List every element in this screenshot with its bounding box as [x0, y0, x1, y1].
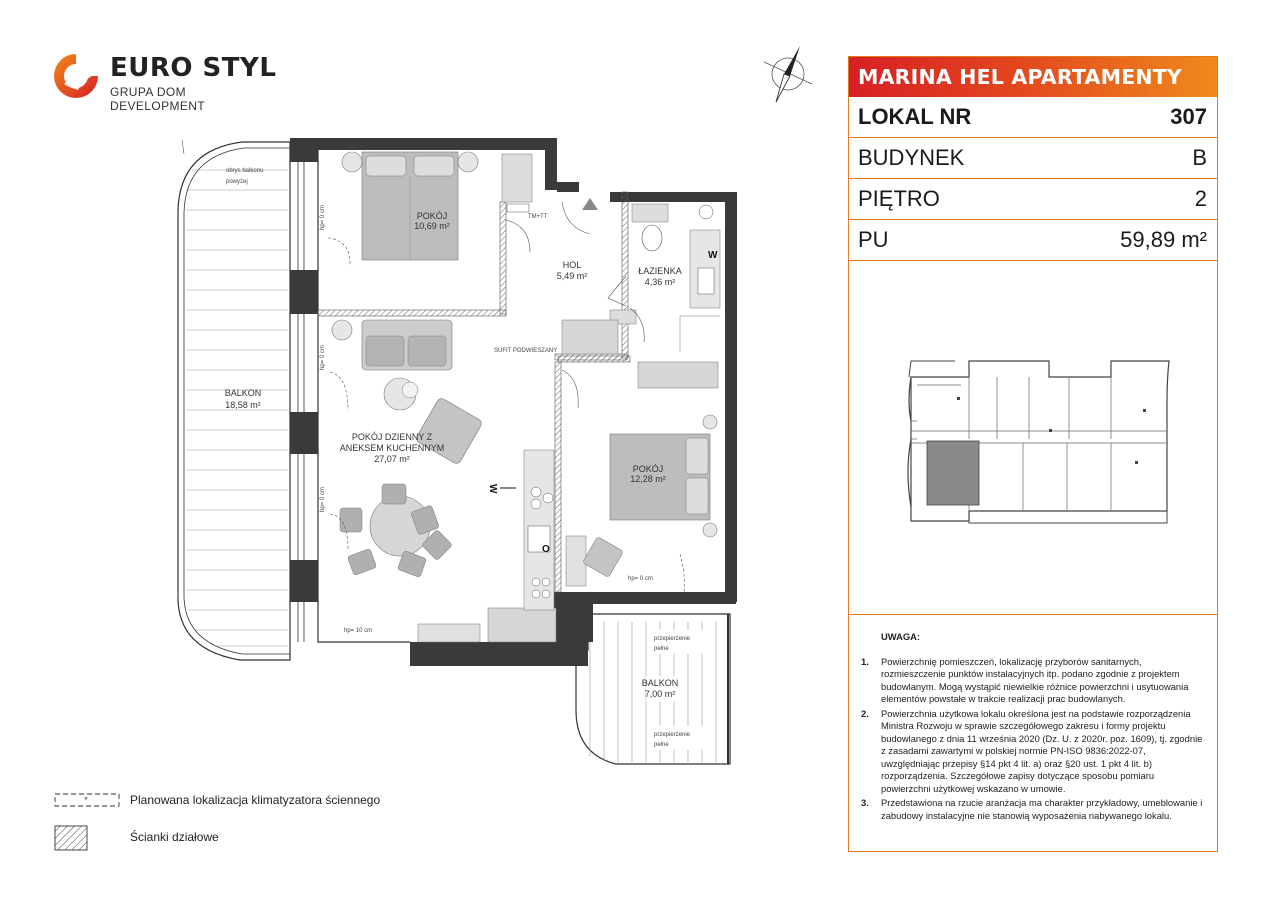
key-plan-drawing: [907, 360, 1170, 524]
row-unit-number: LOKAL NR 307: [849, 97, 1217, 138]
bedroom-1-area: 10,69 m²: [414, 221, 450, 231]
bathroom-name: ŁAZIENKA: [638, 266, 682, 276]
living-room-name-1: POKÓJ DZIENNY Z: [352, 432, 433, 442]
row-floor-label: PIĘTRO: [858, 186, 940, 211]
note-text: Przedstawiona na rzucie aranżacja ma cha…: [881, 797, 1203, 821]
partition-walls: [317, 191, 631, 593]
note-text: Powierzchnia użytkowa lokalu określona j…: [881, 707, 1203, 794]
balcony-outline-label-1: obrys balkonu: [226, 168, 263, 174]
balcony-left: BALKON 18,58 m² obrys balkonu powyżej: [177, 139, 291, 661]
hp-label-2: hp= 0 cm: [320, 345, 326, 370]
highlighted-unit: [926, 440, 980, 506]
bedroom-2-name: POKÓJ: [633, 464, 664, 474]
bedroom-2: POKÓJ 12,28 m² hp= 0 cm: [561, 361, 719, 593]
row-area-value: 59,89 m²: [1120, 227, 1207, 252]
tm-tt-label: TM+TT: [528, 214, 548, 220]
hall-name: HOL: [563, 260, 582, 270]
logo-subtitle: GRUPA DOM DEVELOPMENT: [110, 85, 206, 113]
bathroom-w-mark: W: [708, 250, 718, 261]
note-text: Powierzchnię pomieszczeń, lokalizację pr…: [881, 655, 1189, 705]
partition-top-label-1: przepierzenie: [654, 636, 691, 642]
euro-styl-logo: EURO STYL GRUPA DOM DEVELOPMENT: [52, 52, 282, 113]
note-item: 3. Przedstawiona na rzucie aranżacja ma …: [861, 797, 1203, 822]
row-floor: PIĘTRO 2: [849, 179, 1217, 220]
floor-plan: BALKON 18,58 m² obrys balkonu powyżej BA…: [177, 138, 737, 765]
panel-title: MARINA HEL APARTAMENTY: [849, 57, 1217, 97]
balcony-left-name: BALKON: [225, 388, 262, 398]
row-floor-value: 2: [1194, 186, 1207, 211]
row-unit-number-value: 307: [1170, 104, 1207, 129]
kitchen-o-mark: O: [542, 544, 550, 555]
living-room-area: 27,07 m²: [374, 454, 410, 464]
partition-bottom-label-1: przepierzenie: [654, 732, 691, 738]
building-key-plan: [849, 261, 1217, 615]
kitchen: W O: [487, 449, 555, 611]
bedroom-2-area: 12,28 m²: [630, 474, 666, 484]
air-conditioner-location-icon: *: [54, 793, 120, 807]
bathroom-area: 4,36 m²: [645, 277, 676, 287]
bedroom-1-name: POKÓJ: [417, 211, 448, 221]
kitchen-w-mark: W: [487, 484, 498, 494]
living-room: POKÓJ DZIENNY Z ANEKSEM KUCHENNYM 27,07 …: [320, 319, 557, 643]
partition-top-label-2: pełne: [654, 646, 669, 652]
hp-label-4: hp= 10 cm: [344, 628, 372, 634]
note-number: 1.: [861, 655, 869, 667]
row-unit-number-label: LOKAL NR: [858, 104, 972, 129]
logo-title: EURO STYL: [110, 53, 277, 83]
north-arrow-icon: [763, 46, 813, 103]
bedroom-1: POKÓJ 10,69 m² hp= 0 cm: [320, 151, 533, 266]
balcony-bottom: BALKON 7,00 m² przepierzenie pełne przep…: [575, 613, 731, 765]
legend-text-air-conditioner: Planowana lokalizacja klimatyzatora ście…: [130, 793, 381, 807]
balcony-bottom-area: 7,00 m²: [645, 689, 676, 699]
hall-area: 5,49 m²: [557, 271, 588, 281]
info-panel: MARINA HEL APARTAMENTY LOKAL NR 307 BUDY…: [848, 56, 1218, 852]
note-number: 2.: [861, 707, 869, 719]
row-area: PU 59,89 m²: [849, 220, 1217, 261]
exterior-walls: [290, 138, 737, 666]
notes-title: UWAGA:: [881, 631, 921, 642]
partition-bottom-label-2: pełne: [654, 742, 669, 748]
bathroom: W ŁAZIENKA 4,36 m²: [607, 203, 721, 352]
balcony-bottom-name: BALKON: [642, 678, 679, 688]
row-area-label: PU: [858, 227, 889, 252]
note-number: 3.: [861, 797, 869, 808]
row-building-value: B: [1192, 145, 1207, 170]
hp-label-3: hp= 0 cm: [320, 487, 326, 512]
ceiling-label: SUFIT PODWIESZANY: [494, 348, 557, 354]
balcony-outline-label-2: powyżej: [226, 179, 248, 185]
hp-label-5: hp= 0 cm: [628, 576, 653, 582]
legend-text-partition: Ścianki działowe: [130, 830, 219, 844]
row-building: BUDYNEK B: [849, 138, 1217, 179]
row-building-label: BUDYNEK: [858, 145, 965, 170]
balcony-left-area: 18,58 m²: [225, 400, 261, 410]
svg-text:*: *: [84, 795, 88, 805]
note-item: 1. Powierzchnię pomieszczeń, lokalizację…: [861, 656, 1203, 706]
hall: HOL 5,49 m² TM+TT SUFIT PODWIESZANY: [494, 198, 637, 355]
note-item: 2. Powierzchnia użytkowa lokalu określon…: [861, 708, 1203, 796]
living-room-name-2: ANEKSEM KUCHENNYM: [340, 443, 445, 453]
notes-section: UWAGA: 1. Powierzchnię pomieszczeń, loka…: [849, 615, 1217, 822]
logo-mark-icon: [54, 54, 98, 98]
hp-label-1: hp= 0 cm: [320, 205, 326, 230]
partition-wall-hatch-icon: [54, 825, 88, 851]
